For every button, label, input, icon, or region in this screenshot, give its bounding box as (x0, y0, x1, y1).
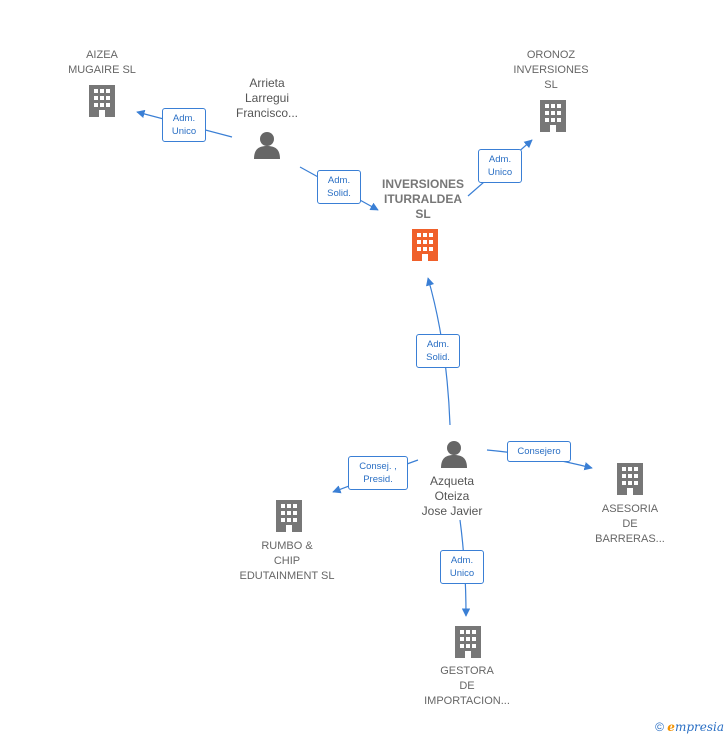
node-label-asesoria[interactable]: ASESORIA DE BARRERAS... (595, 503, 665, 545)
edge-label-azqueta-rumbo: Consej. , Presid. (348, 456, 408, 490)
copyright-symbol: © (655, 720, 664, 734)
brand-initial: e (667, 720, 675, 734)
node-label-arrieta[interactable]: Arrieta Larregui Francisco... (235, 76, 298, 120)
edge-label-azqueta-gestora: Adm. Unico (440, 550, 484, 584)
building-icon (276, 500, 302, 532)
person-icon (254, 132, 280, 159)
edge-label-azqueta-center: Adm. Solid. (416, 334, 460, 368)
building-icon-center (412, 229, 438, 261)
building-icon (617, 463, 643, 495)
building-icon (455, 626, 481, 658)
node-label-center[interactable]: INVERSIONES ITURRALDEA SL (381, 177, 465, 221)
building-icon (89, 85, 115, 117)
edge-label-azqueta-asesoria: Consejero (507, 441, 571, 462)
node-label-azqueta[interactable]: Azqueta Oteiza Jose Javier (421, 474, 483, 518)
node-label-oronoz[interactable]: ORONOZ INVERSIONES SL (513, 49, 589, 91)
brand-rest: mpresia (674, 720, 724, 734)
edge-label-arrieta-aizea: Adm. Unico (162, 108, 206, 142)
person-icon (441, 441, 467, 468)
node-label-rumbo[interactable]: RUMBO & CHIP EDUTAINMENT SL (239, 540, 335, 582)
edge-label-center-oronoz: Adm. Unico (478, 149, 522, 183)
edge-label-arrieta-center: Adm. Solid. (317, 170, 361, 204)
brand-logo: empresia (667, 720, 724, 734)
node-label-aizea[interactable]: AIZEA MUGAIRE SL (68, 49, 136, 76)
building-icon (540, 100, 566, 132)
footer-brand: © empresia (655, 720, 724, 734)
node-label-gestora[interactable]: GESTORA DE IMPORTACION... (424, 665, 510, 707)
